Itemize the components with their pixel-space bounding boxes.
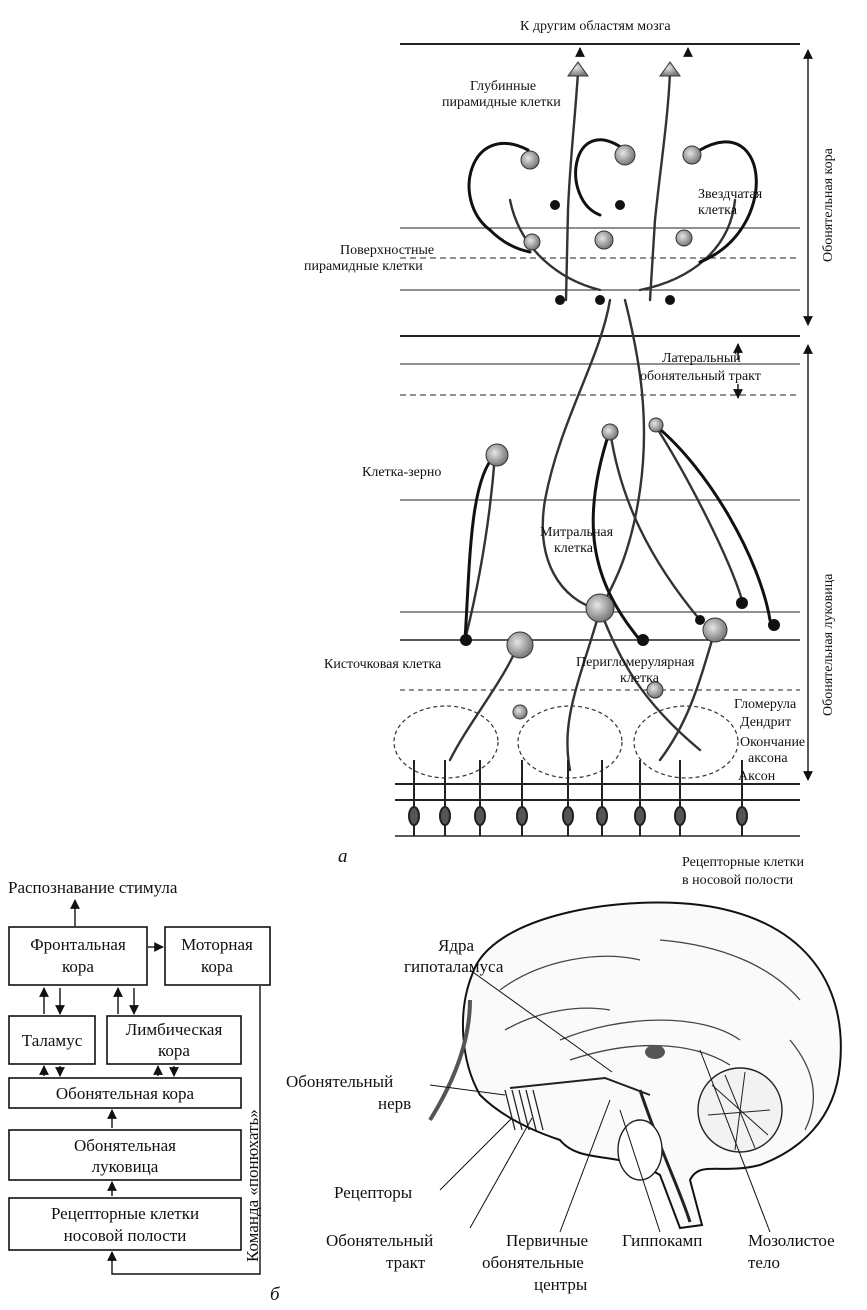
box-olf-bulb bbox=[8, 1129, 242, 1181]
label-receptors: Рецепторы bbox=[334, 1183, 413, 1202]
label-letter-b: б bbox=[270, 1284, 281, 1305]
box-thalamus bbox=[8, 1015, 96, 1065]
cell-bodies bbox=[460, 61, 780, 720]
layer-lines bbox=[395, 43, 800, 837]
recurrent-collaterals bbox=[463, 138, 772, 642]
box-frontal-1: Фронтальная bbox=[30, 935, 126, 954]
label-olf-nerve-2: нерв bbox=[378, 1094, 411, 1113]
glomeruli bbox=[393, 705, 739, 779]
label-hippocampus: Гиппокамп bbox=[622, 1231, 702, 1250]
label-lateral-tract-1: Латеральный bbox=[662, 351, 741, 366]
label-dendrite: Дендрит bbox=[740, 715, 791, 730]
label-hypothalamus-1: Ядра bbox=[438, 936, 474, 955]
box-limbic-2: кора bbox=[158, 1041, 190, 1060]
box-frontal bbox=[8, 926, 148, 986]
brain-section: Ядра гипоталамуса Обонятельный нерв Реце… bbox=[286, 901, 842, 1294]
nuclei bbox=[645, 1045, 665, 1059]
label-corpus-callosum-1: Мозолистое bbox=[748, 1231, 835, 1250]
label-top: К другим областям мозга bbox=[520, 19, 671, 34]
label-sniff: Команда «понюхать» bbox=[243, 1109, 262, 1262]
label-axon-terminal-1: Окончание bbox=[740, 735, 805, 750]
label-olf-tract-2: тракт bbox=[386, 1253, 426, 1272]
box-receptors-1: Рецепторные клетки bbox=[51, 1204, 199, 1223]
box-motor-2: кора bbox=[201, 957, 233, 976]
label-glomerulus: Гломерула bbox=[734, 697, 797, 712]
box-motor-1: Моторная bbox=[181, 935, 253, 954]
label-superficial-1: Поверхностные bbox=[340, 243, 434, 258]
block-arrows bbox=[39, 986, 261, 1275]
label-mitral-1: Митральная bbox=[540, 525, 614, 540]
label-superficial-2: пирамидные клетки bbox=[304, 259, 423, 274]
box-olf-bulb-2: луковица bbox=[92, 1157, 159, 1176]
label-axon-terminal-2: аксона bbox=[748, 751, 788, 766]
box-olf-cortex-label: Обонятельная кора bbox=[56, 1084, 195, 1103]
block-scheme: Распознавание стимула Фронтальная кора М… bbox=[8, 878, 281, 1305]
label-receptor-cells-1: Рецепторные клетки bbox=[682, 855, 804, 870]
side-brackets bbox=[575, 47, 813, 781]
pointer-lines bbox=[429, 969, 771, 1233]
label-receptor-cells-2: в носовой полости bbox=[682, 873, 794, 888]
label-granule: Клетка-зерно bbox=[362, 465, 441, 480]
label-hypothalamus-2: гипоталамуса bbox=[404, 957, 504, 976]
label-axon: Аксон bbox=[738, 769, 776, 784]
box-motor bbox=[164, 926, 271, 986]
label-lateral-tract-2: обонятельный тракт bbox=[640, 369, 761, 384]
label-tufted: Кисточковая клетка bbox=[324, 657, 442, 672]
brain-outline bbox=[461, 901, 842, 1230]
label-primary-centers-1: Первичные bbox=[506, 1231, 588, 1250]
label-letter-a: а bbox=[338, 846, 348, 867]
brainstem bbox=[638, 1089, 692, 1223]
box-limbic-1: Лимбическая bbox=[126, 1020, 223, 1039]
label-olf-nerve-1: Обонятельный bbox=[286, 1072, 393, 1091]
label-periglomerular-2: клетка bbox=[620, 671, 660, 686]
label-primary-centers-2: обонятельные bbox=[482, 1253, 584, 1272]
cerebellum bbox=[697, 1067, 783, 1153]
box-olf-cortex bbox=[8, 1077, 242, 1109]
label-deep-pyramidal-2: пирамидные клетки bbox=[442, 95, 561, 110]
label-mitral-2: клетка bbox=[554, 541, 594, 556]
label-deep-pyramidal-1: Глубинные bbox=[470, 79, 536, 94]
label-recognition: Распознавание стимула bbox=[8, 878, 178, 897]
label-bulb-side: Обонятельная луковица bbox=[821, 573, 836, 716]
box-limbic bbox=[106, 1015, 242, 1065]
olfactory-circuit-diagram: К другим областям мозга Глубинные пирами… bbox=[304, 19, 836, 888]
pons bbox=[617, 1119, 663, 1181]
box-receptors-2: носовой полости bbox=[64, 1226, 187, 1245]
label-periglomerular-1: Перигломерулярная bbox=[576, 655, 695, 670]
box-olf-bulb-1: Обонятельная bbox=[74, 1136, 176, 1155]
olfactory-receptors bbox=[504, 1076, 651, 1131]
label-primary-centers-3: центры bbox=[534, 1275, 588, 1294]
receptor-cells bbox=[408, 760, 748, 836]
box-receptors bbox=[8, 1197, 242, 1251]
label-olf-tract-1: Обонятельный bbox=[326, 1231, 433, 1250]
skull-edge bbox=[428, 999, 472, 1122]
box-frontal-2: кора bbox=[62, 957, 94, 976]
label-stellate-2: клетка bbox=[698, 203, 738, 218]
label-stellate-1: Звездчатая bbox=[698, 187, 763, 202]
label-cortex-side: Обонятельная кора bbox=[821, 147, 836, 262]
label-corpus-callosum-2: тело bbox=[748, 1253, 780, 1272]
box-thalamus-label: Таламус bbox=[22, 1031, 83, 1050]
